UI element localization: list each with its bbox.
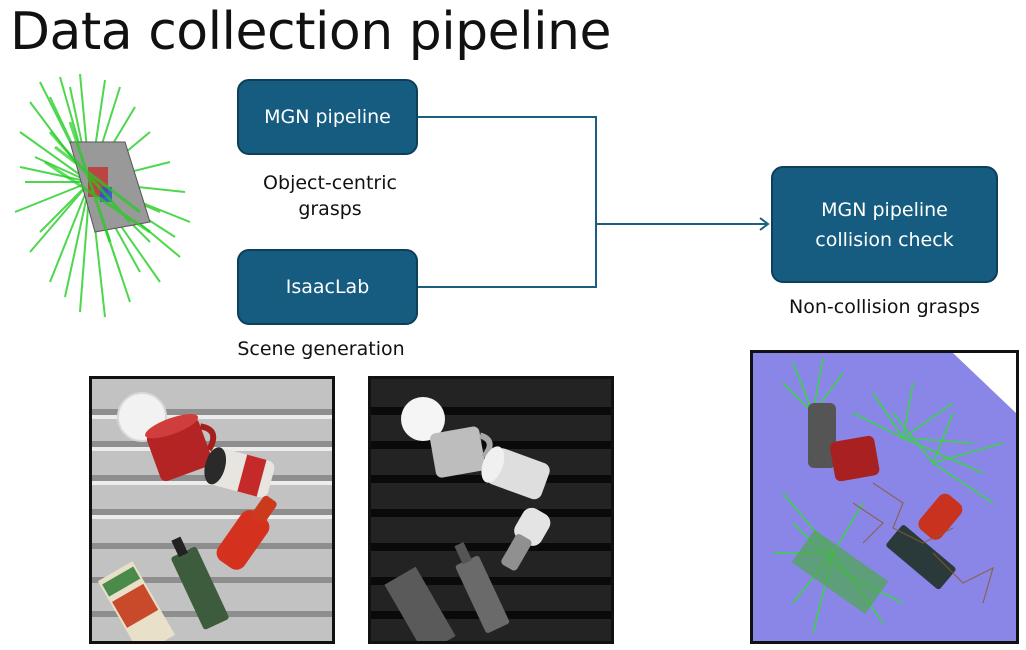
- page-title: Data collection pipeline: [10, 2, 612, 62]
- collision-grasps-image: [750, 350, 1019, 644]
- mgn-pipeline-label: MGN pipeline: [264, 106, 391, 128]
- object-centric-caption: Object-centric grasps: [230, 170, 430, 222]
- collision-check-label-line2: collision check: [815, 228, 954, 251]
- collision-check-label-line1: MGN pipeline: [821, 198, 948, 221]
- object-centric-caption-line1: Object-centric: [263, 172, 397, 194]
- isaaclab-label: IsaacLab: [285, 276, 370, 298]
- collision-check-node: MGN pipeline collision check: [771, 166, 998, 283]
- rgb-scene-image: [89, 376, 335, 644]
- grasp-cloud-icon: [10, 72, 195, 322]
- mgn-pipeline-node: MGN pipeline: [237, 79, 418, 155]
- scene-generation-caption: Scene generation: [237, 338, 405, 360]
- depth-scene-image: [368, 376, 614, 644]
- isaaclab-node: IsaacLab: [237, 249, 418, 325]
- non-collision-caption: Non-collision grasps: [789, 296, 980, 318]
- object-centric-caption-line2: grasps: [298, 198, 362, 220]
